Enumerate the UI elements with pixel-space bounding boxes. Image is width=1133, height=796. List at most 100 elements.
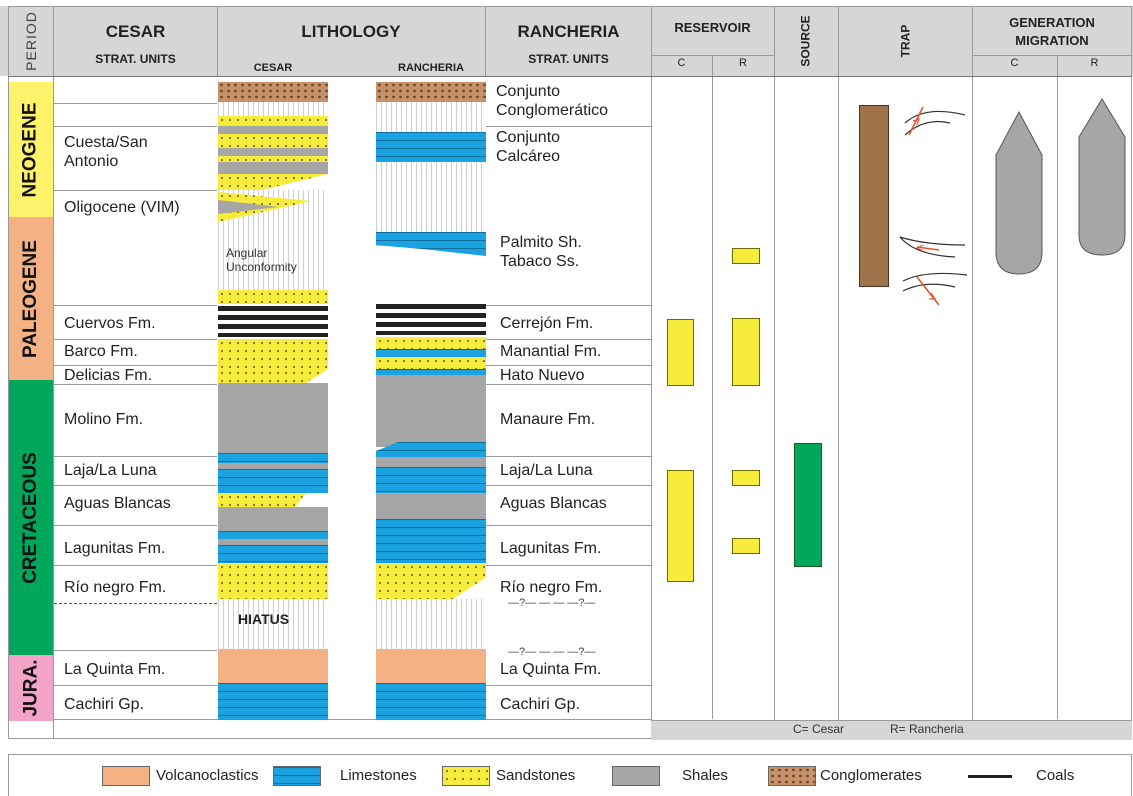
hiatus-label: HIATUS [238, 611, 290, 627]
lith-rancheria-label: RANCHERIA [398, 62, 464, 74]
cesar-sand-layer [218, 563, 328, 599]
row-line [54, 685, 217, 686]
cesar-limestone-layer [218, 531, 328, 539]
cesar-limestone-layer [218, 683, 328, 720]
cesar-coal-layer [218, 315, 328, 320]
reservoir-rancheria-paleogene [732, 318, 760, 386]
cesar-unit-oligocene: Oligocene (VIM) [64, 199, 180, 216]
cesar-shale-layer [218, 126, 328, 134]
divider [651, 6, 652, 739]
rancheria-shale-layer [376, 375, 486, 447]
rancheria-limestone-layer [376, 369, 486, 375]
trap-fault-symbols [899, 106, 968, 306]
legend-swatch-sandstones [442, 766, 490, 786]
cesar-unit-molino: Molino Fm. [64, 411, 144, 428]
legend-label-conglomerates: Conglomerates [820, 767, 922, 784]
row-line [54, 305, 217, 306]
cesar-header-title: CESAR [105, 22, 166, 41]
row-line [486, 565, 651, 566]
cesar-coal-layer [218, 324, 328, 329]
rancheria-unit-laja: Laja/La Luna [500, 462, 593, 479]
rancheria-unit-conglomeratico: Conjunto Conglomerático [496, 83, 609, 119]
cesar-unit-cuervos: Cuervos Fm. [64, 315, 156, 332]
reservoir-rancheria-tabaco [732, 248, 760, 264]
cesar-lithology-column [218, 82, 328, 720]
footer-key-rancheria: R= Rancheria [890, 722, 964, 736]
period-paleogene: PALEOGENE [9, 217, 53, 380]
rancheria-limestone-layer [376, 683, 486, 720]
row-line [486, 685, 651, 686]
rancheria-unit-aguas-blancas: Aguas Blancas [500, 495, 607, 512]
row-line [54, 456, 217, 457]
migration-rancheria-shape [1078, 98, 1126, 256]
cesar-hiatus-layer [218, 599, 328, 649]
cesar-volcanoclastic-layer [218, 649, 328, 683]
row-line [54, 485, 217, 486]
footer-key-band [651, 720, 1132, 740]
rancheria-limestone-layer [376, 232, 486, 256]
cesar-unit-cuesta: Cuesta/San Antonio [64, 134, 148, 170]
generation-c-label: C [1010, 57, 1019, 69]
rancheria-volcanoclastic-layer [376, 649, 486, 683]
cesar-limestone-layer [218, 453, 328, 463]
divider [712, 55, 713, 719]
legend-swatch-volcanoclastics [102, 766, 150, 786]
cesar-limestone-layer [218, 469, 328, 493]
divider [838, 6, 839, 720]
lithology-header: LITHOLOGY [301, 22, 401, 41]
cesar-sand-layer [218, 290, 328, 304]
legend-box [8, 754, 1132, 796]
divider [972, 55, 1132, 56]
row-line [486, 339, 651, 340]
fold-fault-icon [902, 272, 968, 306]
legend-swatch-coals [968, 775, 1012, 778]
cesar-gap-layer [218, 102, 328, 116]
generation-header-line1: GENERATION [1009, 15, 1095, 30]
cesar-unit-rio-negro: Río negro Fm. [64, 579, 167, 596]
rancheria-unit-cachiri: Cachiri Gp. [500, 696, 581, 713]
generation-header-line2: MIGRATION [1015, 33, 1089, 48]
trap-bar [859, 105, 889, 287]
hiatus-top-dash [54, 603, 217, 604]
divider [8, 76, 1132, 77]
reservoir-rancheria-laja [732, 470, 760, 486]
legend-label-coals: Coals [1036, 767, 1075, 784]
rancheria-unit-manaure: Manaure Fm. [500, 411, 596, 428]
rancheria-sand-layer [376, 563, 486, 599]
cesar-unit-laja: Laja/La Luna [64, 462, 157, 479]
generation-r-label: R [1090, 57, 1099, 69]
cesar-unit-aguas-blancas: Aguas Blancas [64, 495, 171, 512]
rancheria-coal-layer [376, 313, 486, 318]
rancheria-header-title: RANCHERIA [517, 22, 620, 41]
header-band [0, 6, 1133, 76]
rancheria-shale-layer [376, 457, 486, 467]
row-line [486, 384, 651, 385]
rancheria-gap-layer [376, 102, 486, 232]
row-line [486, 456, 651, 457]
unknown-boundary-lower: —?— — — —?— [508, 646, 596, 658]
cesar-sand-layer [218, 116, 328, 126]
cesar-shale-layer [218, 162, 328, 174]
reservoir-rancheria-lagunitas [732, 538, 760, 554]
cesar-shale-layer [218, 383, 328, 453]
row-line [54, 384, 217, 385]
reservoir-cesar-paleogene [667, 319, 694, 386]
row-line [54, 103, 217, 104]
trap-header: TRAP [897, 24, 912, 58]
row-line [486, 365, 651, 366]
rancheria-limestone-layer [376, 132, 486, 162]
divider [1057, 55, 1058, 719]
row-line [54, 565, 217, 566]
period-header: PERIOD [22, 11, 39, 71]
period-cretaceous: CRETACEOUS [9, 380, 53, 655]
divider [651, 55, 774, 56]
legend-swatch-conglomerates [768, 766, 816, 786]
rancheria-limestone-layer [376, 467, 486, 493]
rancheria-unit-la-quinta: La Quinta Fm. [500, 661, 602, 678]
cesar-unit-la-quinta: La Quinta Fm. [64, 661, 166, 678]
rancheria-unit-palmito: Palmito Sh. Tabaco Ss. [500, 234, 582, 270]
cesar-unit-lagunitas: Lagunitas Fm. [64, 540, 166, 557]
migration-cesar-shape [995, 110, 1043, 275]
legend-label-limestones: Limestones [340, 767, 417, 784]
rancheria-limestone-layer [376, 519, 486, 563]
